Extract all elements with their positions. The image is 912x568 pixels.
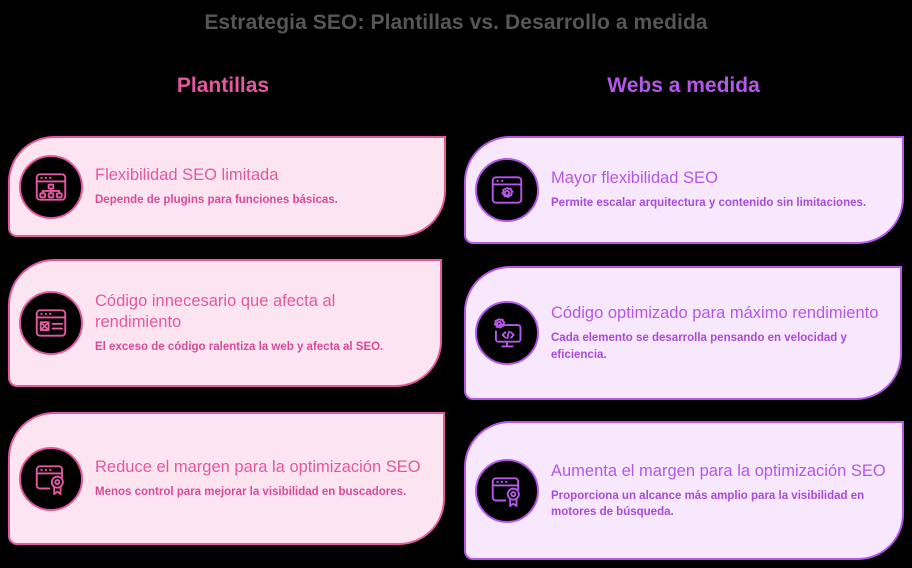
- card-description: Depende de plugins para funciones básica…: [95, 193, 338, 206]
- card-codigo-innecesario[interactable]: Código innecesario que afecta al rendimi…: [8, 259, 442, 387]
- card-text: Mayor flexibilidad SEO Permite escalar a…: [551, 168, 886, 211]
- card-mayor-flexibilidad-seo[interactable]: Mayor flexibilidad SEO Permite escalar a…: [464, 136, 904, 244]
- card-title: Reduce el margen para la optimización SE…: [95, 457, 421, 476]
- card-title: Mayor flexibilidad SEO: [551, 169, 718, 188]
- browser-sitemap-icon: [19, 154, 83, 219]
- card-description: Menos control para mejorar la visibilida…: [95, 485, 407, 498]
- card-text: Código optimizado para máximo rendimient…: [551, 303, 884, 363]
- card-title: Aumenta el margen para la optimización S…: [551, 461, 886, 480]
- card-codigo-optimizado[interactable]: Código optimizado para máximo rendimient…: [464, 266, 902, 400]
- card-title: Código optimizado para máximo rendimient…: [551, 304, 879, 323]
- card-aumenta-margen-seo[interactable]: Aumenta el margen para la optimización S…: [464, 421, 904, 560]
- card-text: Código innecesario que afecta al rendimi…: [95, 291, 424, 356]
- browser-gear-icon: [475, 158, 539, 222]
- monitor-code-gear-icon: [475, 301, 539, 365]
- card-flexibilidad-seo-limitada[interactable]: Flexibilidad SEO limitada Depende de plu…: [8, 136, 446, 237]
- browser-code-error-icon: [19, 291, 83, 355]
- card-text: Flexibilidad SEO limitada Depende de plu…: [95, 165, 428, 208]
- card-description: Proporciona un alcance más amplio para l…: [551, 489, 865, 519]
- page-title: Estrategia SEO: Plantillas vs. Desarroll…: [204, 11, 708, 34]
- card-description: Cada elemento se desarrolla pensando en …: [551, 332, 847, 361]
- browser-award-icon: [475, 458, 539, 523]
- browser-award-icon: [19, 446, 83, 511]
- card-text: Aumenta el margen para la optimización S…: [551, 461, 886, 521]
- card-title: Código innecesario que afecta al rendimi…: [95, 291, 336, 331]
- card-text: Reduce el margen para la optimización SE…: [95, 457, 427, 500]
- column-header-plantillas: Plantillas: [176, 74, 270, 97]
- card-description: El exceso de código ralentiza la web y a…: [95, 340, 384, 353]
- card-description: Permite escalar arquitectura y contenido…: [551, 197, 867, 210]
- column-header-webs-a-medida: Webs a medida: [607, 74, 760, 97]
- card-title: Flexibilidad SEO limitada: [95, 165, 279, 184]
- card-reduce-margen-seo[interactable]: Reduce el margen para la optimización SE…: [8, 412, 445, 545]
